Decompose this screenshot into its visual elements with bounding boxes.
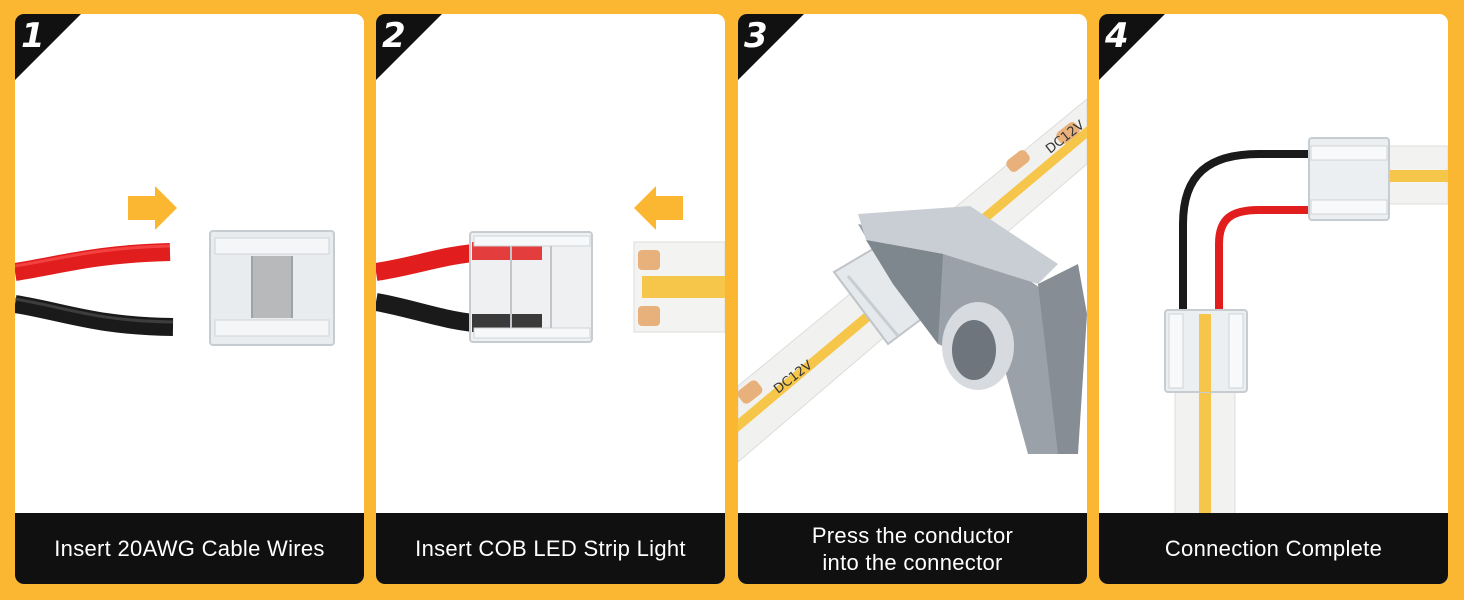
arrow-left-icon — [634, 186, 683, 230]
step-badge-shape — [1099, 14, 1165, 80]
step-3-panel: DC12V DC12V 3 Press the conductor into t… — [738, 14, 1087, 584]
step-caption: Press the conductor into the connector — [738, 513, 1087, 584]
connector — [209, 230, 335, 346]
step-2-illustration — [376, 186, 725, 343]
connector-bottom — [1164, 309, 1248, 393]
step-4-panel: 4 Connection Complete — [1099, 14, 1448, 584]
step-number: 1 — [21, 16, 45, 56]
step-caption-text: Insert 20AWG Cable Wires — [54, 536, 325, 561]
cob-strip — [633, 241, 725, 333]
step-number: 4 — [1105, 16, 1129, 56]
step-caption-text: Insert COB LED Strip Light — [415, 536, 686, 561]
press-tool — [858, 206, 1087, 454]
connector-top — [1308, 137, 1390, 221]
arrow-right-icon — [128, 186, 177, 230]
step-badge-shape — [738, 14, 804, 80]
connector — [469, 231, 593, 343]
red-wire — [1215, 206, 1314, 319]
step-badge-shape — [376, 14, 442, 80]
step-caption: Insert COB LED Strip Light — [376, 513, 725, 584]
step-3-illustration: DC12V DC12V — [738, 98, 1087, 463]
red-wire — [15, 243, 171, 281]
step-1-panel: 1 Insert 20AWG Cable Wires — [15, 14, 364, 584]
step-caption-text: Connection Complete — [1164, 536, 1383, 561]
step-4-illustration — [1164, 137, 1448, 514]
step-2-panel: 2 Insert COB LED Strip Light — [376, 14, 725, 584]
step-badge-shape — [15, 14, 81, 80]
step-number: 2 — [382, 16, 406, 56]
step-number: 3 — [744, 16, 768, 56]
step-1-illustration — [15, 186, 335, 346]
step-caption: Connection Complete — [1099, 513, 1448, 584]
black-wire — [15, 295, 174, 336]
black-wire — [1179, 150, 1314, 319]
cob-strip-horizontal — [1378, 145, 1448, 205]
step-caption-text: Press the conductor into the connector — [811, 522, 1014, 575]
step-caption: Insert 20AWG Cable Wires — [15, 513, 364, 584]
